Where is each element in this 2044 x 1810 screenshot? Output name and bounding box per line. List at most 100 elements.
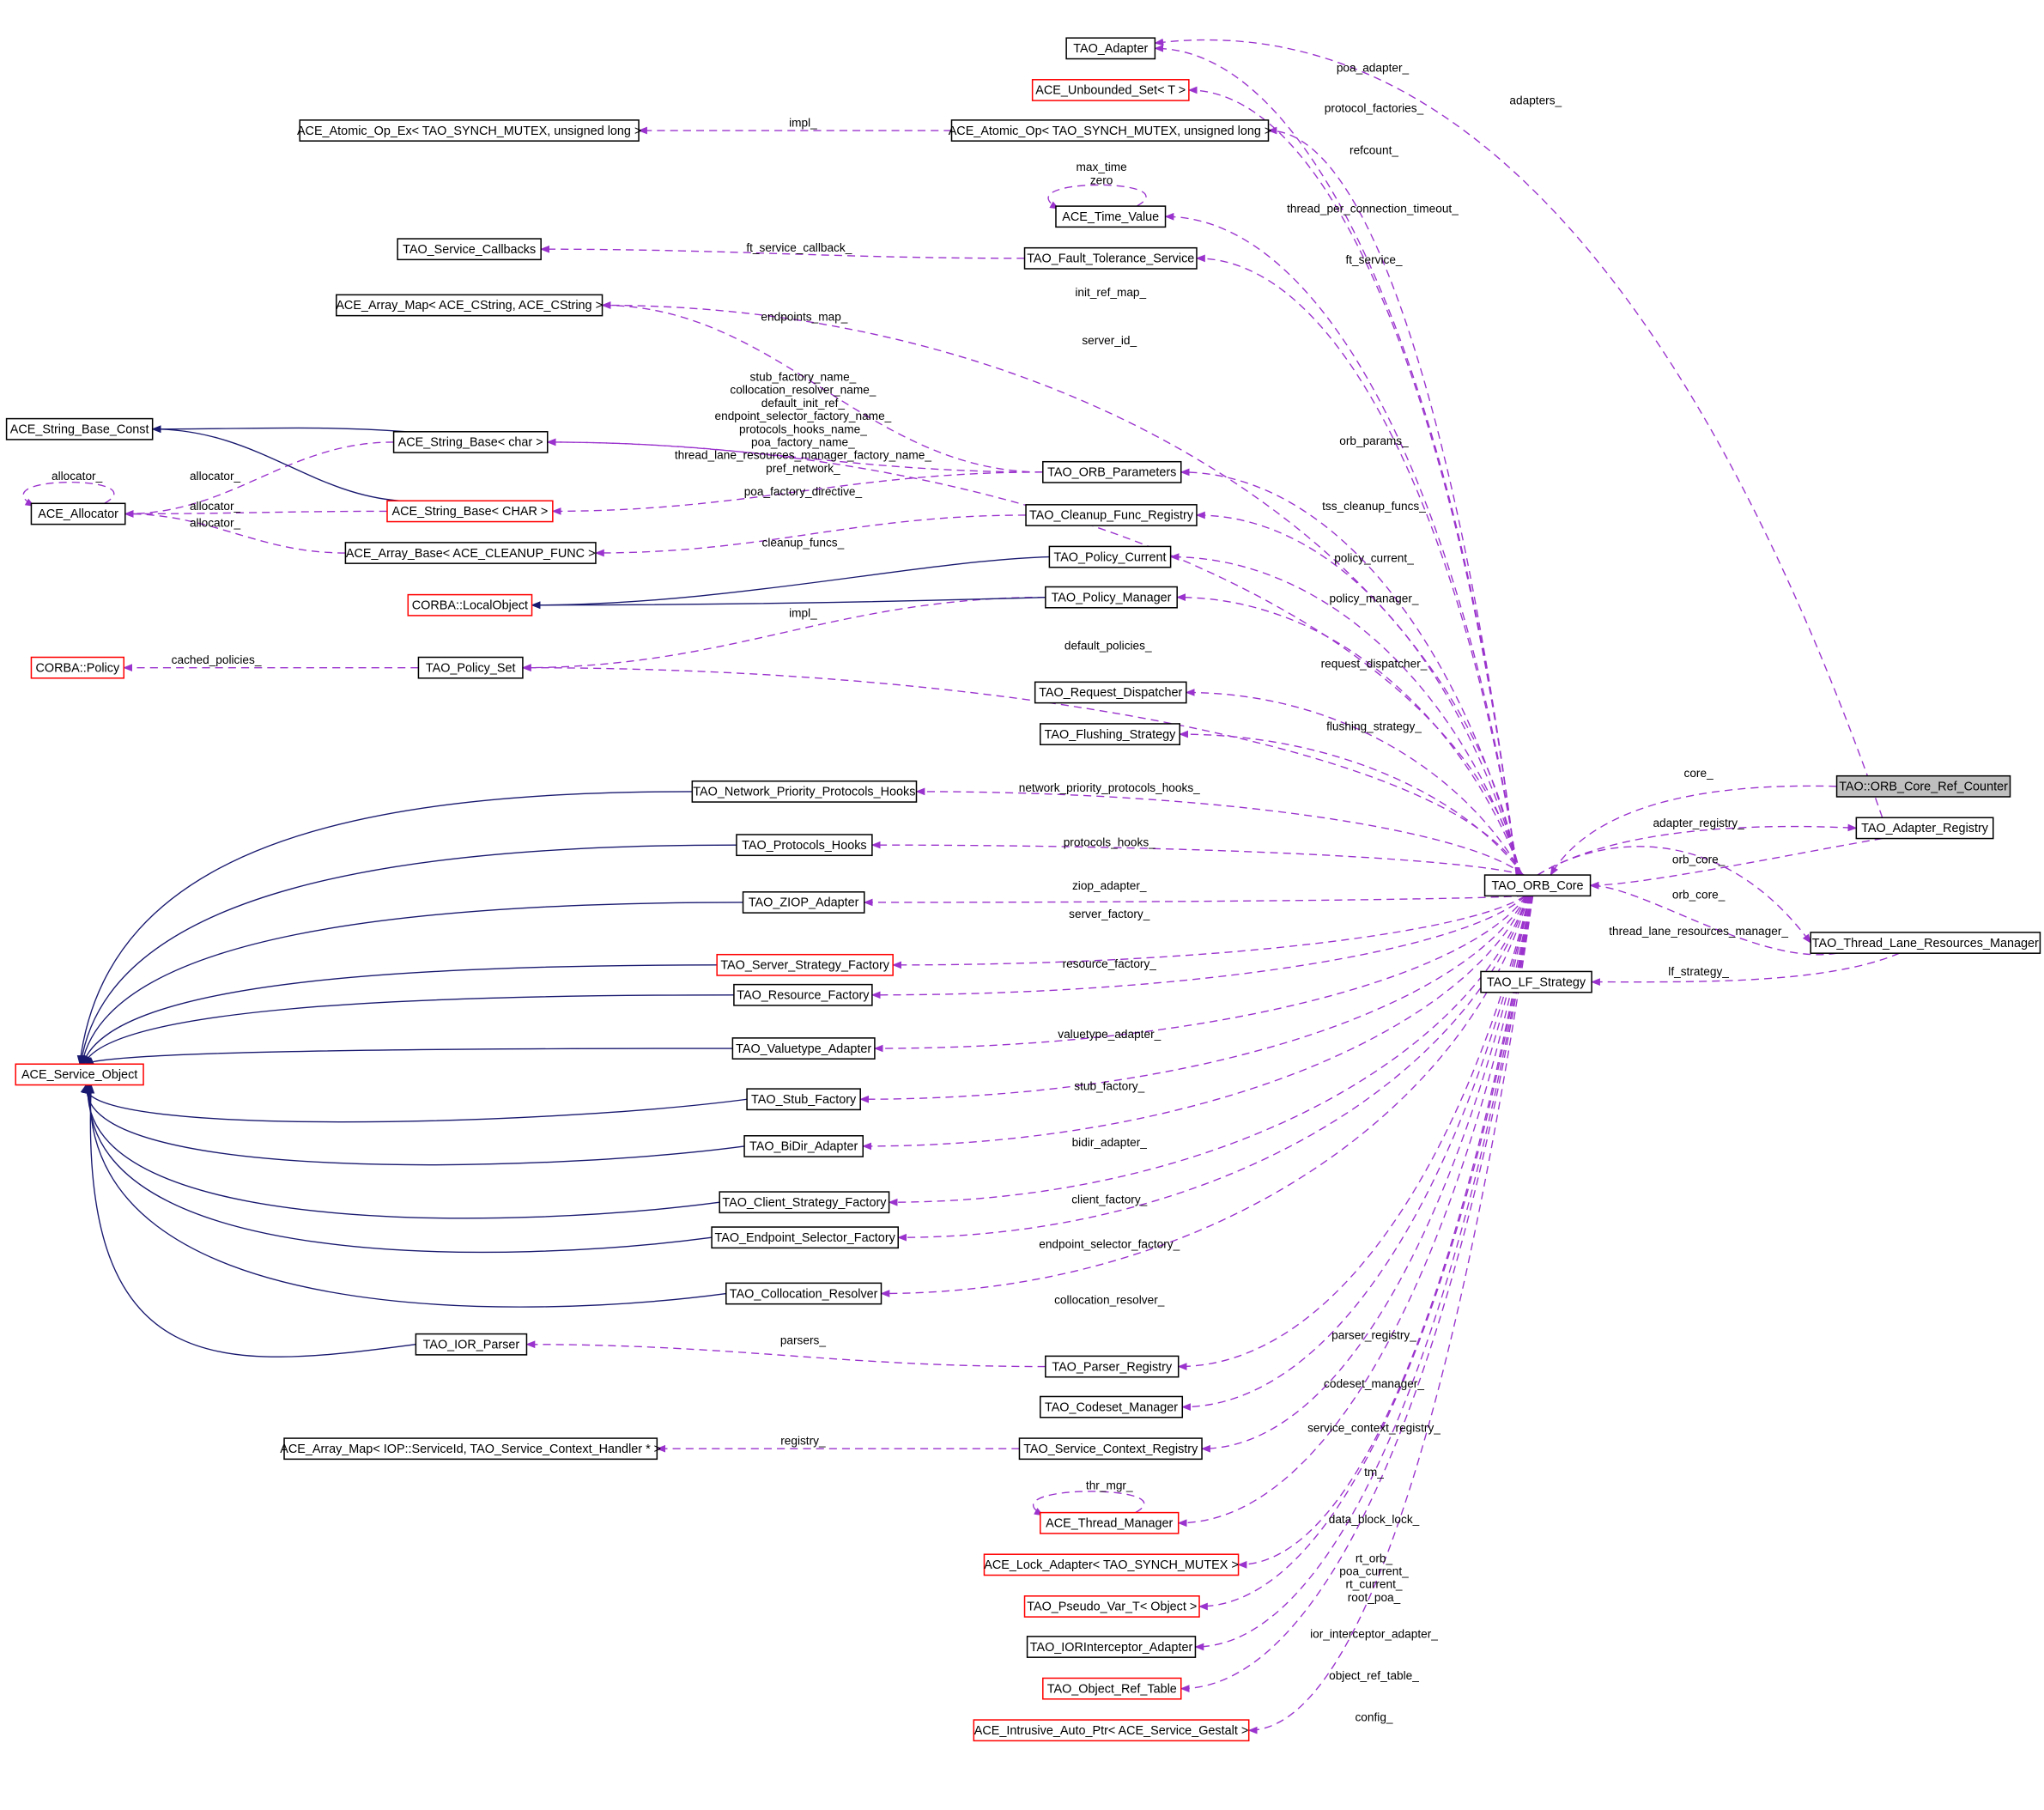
class-box [1025, 504, 1198, 526]
class-box [1480, 970, 1592, 993]
class-node-amap2[interactable]: ACE_Array_Map< IOP::ServiceId, TAO_Servi… [280, 1437, 661, 1461]
class-node-core[interactable]: TAO_ORB_Core [1483, 874, 1592, 897]
edge-label: parser_registry_ [1331, 1329, 1416, 1342]
edge-label: codeset_manager_ [1324, 1377, 1424, 1390]
class-node-thrm[interactable]: ACE_Thread_Manager [1039, 1511, 1180, 1534]
class-node-policy[interactable]: CORBA::Policy [30, 656, 125, 679]
class-box [1048, 545, 1172, 568]
class-node-iorp[interactable]: TAO_IOR_Parser [415, 1333, 528, 1356]
class-box [743, 1135, 864, 1157]
class-node-csf[interactable]: TAO_Client_Strategy_Factory [719, 1191, 890, 1214]
class-label: TAO_Object_Ref_Table [1047, 1682, 1177, 1696]
class-node-cleanup[interactable]: TAO_Cleanup_Func_Registry [1025, 504, 1198, 526]
class-label: TAO_Cleanup_Func_Registry [1029, 509, 1194, 523]
member-edge-atomic [1267, 126, 1518, 876]
edge-label: object_ref_table_ [1329, 1669, 1419, 1682]
class-node-vt[interactable]: TAO_Valuetype_Adapter [731, 1037, 876, 1060]
class-node-abase[interactable]: ACE_Array_Base< ACE_CLEANUP_FUNC > [344, 542, 597, 564]
class-node-tlrm[interactable]: TAO_Thread_Lane_Resources_Manager [1810, 932, 2041, 954]
class-node-pcur[interactable]: TAO_Policy_Current [1048, 545, 1172, 568]
class-label: TAO_IOR_Parser [423, 1338, 520, 1351]
class-label: CORBA::Policy [36, 661, 120, 675]
class-node-iori[interactable]: TAO_IORInterceptor_Adapter [1026, 1636, 1197, 1658]
class-node-iap[interactable]: ACE_Intrusive_Auto_Ptr< ACE_Service_Gest… [973, 1719, 1250, 1742]
class-label: TAO_BiDir_Adapter [749, 1140, 858, 1154]
class-node-refcnt[interactable]: TAO::ORB_Core_Ref_Counter [1835, 774, 2011, 798]
edge-label: stub_factory_name_ [750, 371, 857, 384]
edge-label: default_policies_ [1064, 639, 1152, 652]
class-node-adapter[interactable]: TAO_Adapter [1065, 37, 1156, 60]
class-label: TAO_Policy_Set [426, 661, 516, 675]
class-node-atomic[interactable]: ACE_Atomic_Op< TAO_SYNCH_MUTEX, unsigned… [949, 119, 1272, 142]
class-node-ft[interactable]: TAO_Fault_Tolerance_Service [1023, 246, 1198, 270]
member-edge-adapter [1154, 44, 1517, 876]
member-edge-ziop [863, 895, 1525, 907]
inheritance-edge-iorp [87, 1084, 416, 1358]
class-node-reqd[interactable]: TAO_Request_Dispatcher [1034, 681, 1187, 704]
class-node-lf[interactable]: TAO_LF_Strategy [1480, 970, 1592, 993]
class-label: TAO_Service_Context_Registry [1023, 1443, 1198, 1456]
member-edge-vt [873, 895, 1527, 1053]
class-node-ort[interactable]: TAO_Object_Ref_Table [1042, 1677, 1182, 1700]
edge-label: server_id_ [1082, 334, 1137, 347]
class-node-coll[interactable]: TAO_Collocation_Resolver [725, 1282, 882, 1305]
class-node-pvar[interactable]: TAO_Pseudo_Var_T< Object > [1023, 1595, 1200, 1618]
class-label: ACE_Lock_Adapter< TAO_SYNCH_MUTEX > [984, 1558, 1239, 1572]
class-node-amap[interactable]: ACE_Array_Map< ACE_CString, ACE_CString … [336, 294, 603, 317]
class-node-ssf[interactable]: TAO_Server_Strategy_Factory [716, 953, 894, 976]
edge-label: impl_ [789, 116, 817, 129]
edge-label: impl_ [789, 606, 817, 619]
edge-label: network_priority_protocols_hooks_ [1019, 781, 1200, 794]
class-node-unbounded[interactable]: ACE_Unbounded_Set< T > [1031, 79, 1190, 101]
class-node-sbCHAR[interactable]: ACE_String_Base< CHAR > [386, 500, 554, 523]
edge-label: zero [1090, 173, 1113, 186]
edge-label: allocator_ [190, 500, 241, 513]
class-node-alloc[interactable]: ACE_Allocator [30, 502, 126, 525]
member-edge-pcur [1169, 553, 1522, 876]
class-node-sbc[interactable]: ACE_String_Base_Const [5, 417, 154, 440]
class-node-rf[interactable]: TAO_Resource_Factory [733, 983, 873, 1006]
class-node-time[interactable]: ACE_Time_Value [1055, 205, 1167, 228]
edge-label: poa_current_ [1339, 1565, 1409, 1578]
class-node-areg[interactable]: TAO_Adapter_Registry [1855, 817, 1994, 840]
class-label: TAO_Codeset_Manager [1045, 1400, 1178, 1414]
class-node-nphooks[interactable]: TAO_Network_Priority_Protocols_Hooks [691, 780, 918, 803]
class-label: TAO_ORB_Parameters [1047, 466, 1176, 480]
class-box [1023, 1595, 1200, 1618]
class-node-scr[interactable]: TAO_Service_Context_Registry [1018, 1437, 1203, 1461]
class-node-pset[interactable]: TAO_Policy_Set [417, 656, 524, 679]
member-edge-sbchar [546, 438, 1043, 473]
member-edge-core [1589, 837, 1883, 890]
edge-label: max_time [1077, 161, 1127, 173]
class-node-phooks[interactable]: TAO_Protocols_Hooks [736, 834, 873, 857]
inheritance-edge-pman [531, 596, 1046, 610]
class-node-codeset[interactable]: TAO_Codeset_Manager [1039, 1395, 1184, 1418]
class-node-lock[interactable]: ACE_Lock_Adapter< TAO_SYNCH_MUTEX > [983, 1553, 1240, 1576]
class-node-sbchar[interactable]: ACE_String_Base< char > [392, 431, 549, 453]
class-node-so[interactable]: ACE_Service_Object [15, 1063, 144, 1086]
class-node-atomic_ex[interactable]: ACE_Atomic_Op_Ex< TAO_SYNCH_MUTEX, unsig… [297, 119, 641, 142]
edge-label: policy_manager_ [1329, 592, 1418, 605]
class-box [1031, 79, 1190, 101]
class-label: TAO_Pseudo_Var_T< Object > [1027, 1600, 1197, 1614]
class-label: TAO_Server_Strategy_Factory [720, 959, 889, 973]
edge-label: thr_mgr_ [1086, 1479, 1133, 1491]
class-node-preg[interactable]: TAO_Parser_Registry [1045, 1355, 1180, 1378]
class-box [386, 500, 554, 523]
class-node-local[interactable]: CORBA::LocalObject [407, 593, 533, 616]
class-label: TAO_Endpoint_Selector_Factory [714, 1231, 895, 1245]
class-box [1042, 460, 1182, 483]
edge-label: endpoint_selector_factory_ [1039, 1237, 1180, 1250]
class-node-pman[interactable]: TAO_Policy_Manager [1045, 586, 1178, 609]
class-node-esf[interactable]: TAO_Endpoint_Selector_Factory [711, 1226, 900, 1249]
class-node-svc_cb[interactable]: TAO_Service_Callbacks [397, 238, 542, 261]
edge-label: server_factory_ [1069, 908, 1150, 920]
class-node-stub[interactable]: TAO_Stub_Factory [746, 1088, 861, 1111]
class-box [1810, 932, 2041, 954]
class-node-params[interactable]: TAO_ORB_Parameters [1042, 460, 1182, 483]
class-node-ziop[interactable]: TAO_ZIOP_Adapter [742, 891, 865, 914]
class-box [397, 238, 542, 261]
class-label: ACE_Unbounded_Set< T > [1035, 84, 1186, 98]
class-node-flush[interactable]: TAO_Flushing_Strategy [1039, 723, 1180, 745]
class-node-bidir[interactable]: TAO_BiDir_Adapter [743, 1135, 864, 1157]
